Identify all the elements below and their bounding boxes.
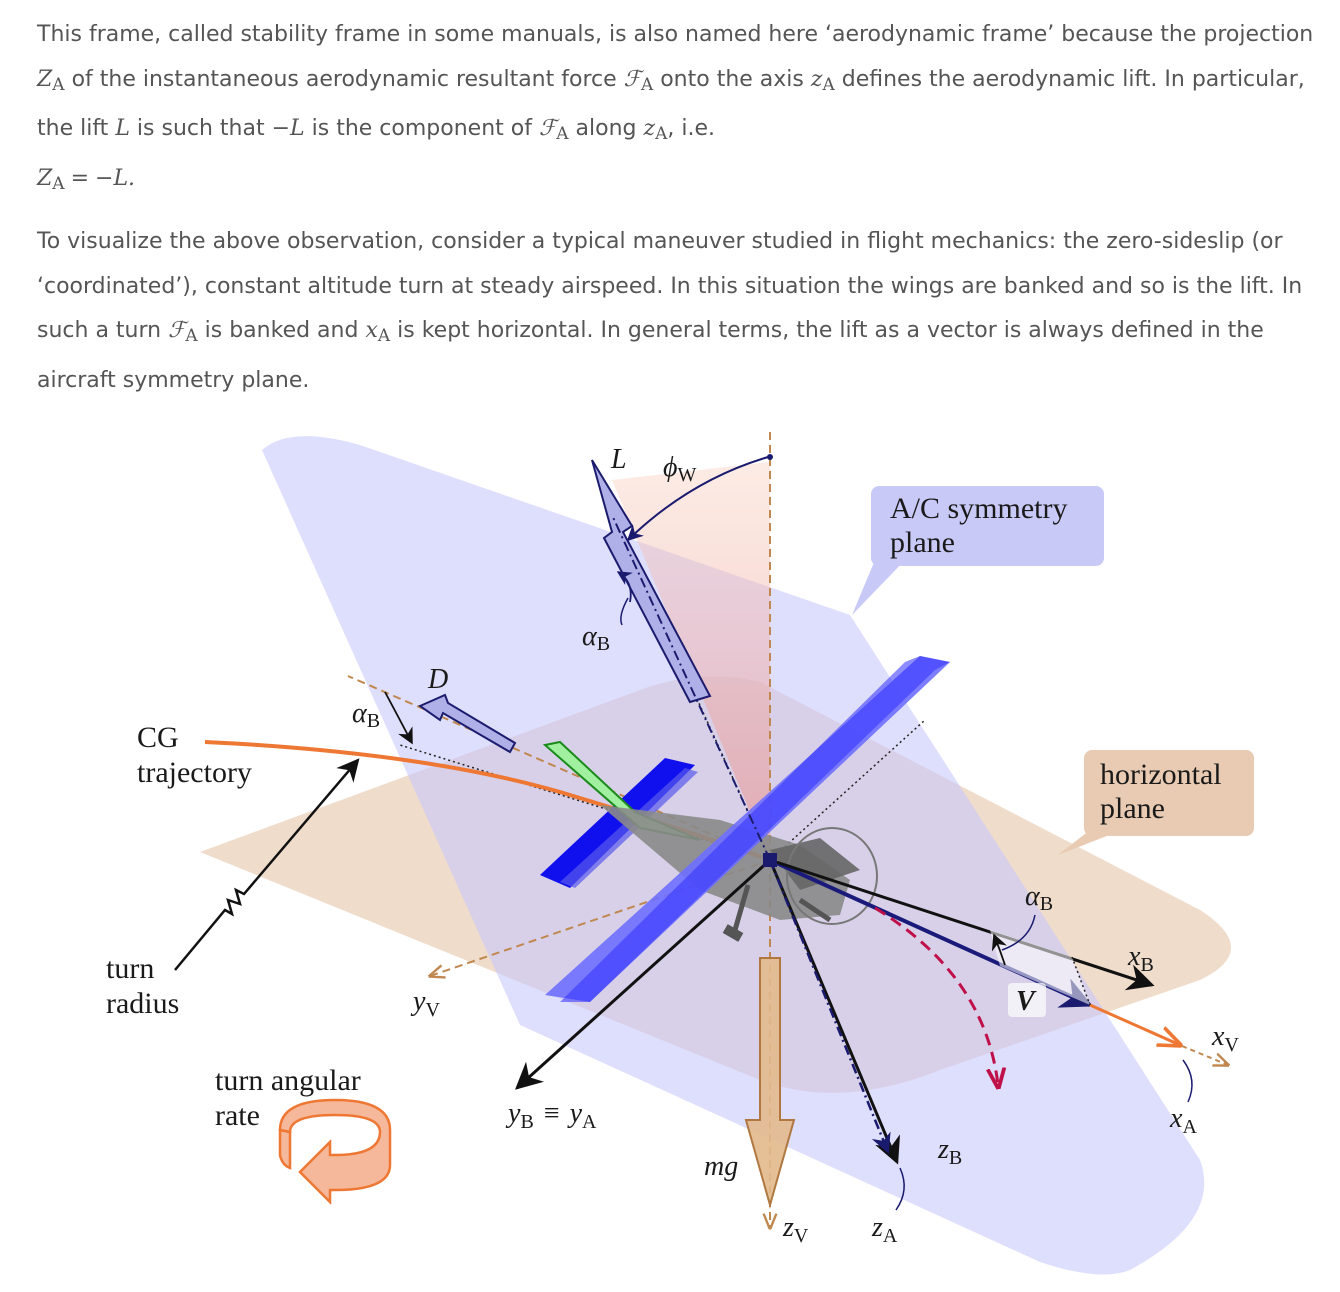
alpha-b-label-drag: αB	[352, 698, 380, 732]
turn-rate-line1: turn angular	[215, 1064, 361, 1097]
landing-gear-front	[798, 897, 832, 923]
alpha-b-label-lift: αB	[582, 621, 610, 655]
xa-label: xA	[1169, 1103, 1197, 1138]
bank-angle-arc	[626, 456, 769, 542]
center-of-gravity	[763, 853, 777, 867]
za-axis-upper	[611, 514, 771, 861]
pitch-rotation-arrow	[874, 906, 998, 1085]
callout-horizontal-box	[1084, 750, 1254, 836]
za-label: zA	[871, 1212, 898, 1247]
dotted-velocity-tick	[1071, 956, 1091, 1006]
turn-rate-line2: rate	[215, 1099, 260, 1132]
zb-label: zB	[937, 1134, 962, 1169]
callout-symmetry-line1: A/C symmetry	[890, 492, 1068, 525]
cg-trajectory-line2: trajectory	[137, 756, 252, 789]
alpha-leader-velocity	[1001, 914, 1036, 951]
drag-label: D	[427, 664, 448, 695]
xv-axis-back	[347, 675, 771, 861]
alpha-leader-lift	[620, 597, 629, 626]
velocity-label-box	[1008, 983, 1046, 1017]
alpha-wedge-velocity	[990, 930, 1090, 1005]
yb-axis	[514, 858, 772, 1090]
xv-label: xV	[1211, 1021, 1239, 1056]
callout-horizontal-line1: horizontal	[1100, 758, 1222, 791]
callout-symmetry-line2: plane	[890, 526, 955, 559]
zv-label: zV	[782, 1212, 809, 1247]
phi-w-label: ϕW	[663, 452, 697, 486]
xb-label: xB	[1127, 941, 1154, 976]
weight-vector	[744, 957, 796, 1209]
callout-horizontal-line2: plane	[1100, 792, 1165, 825]
yb-ya-label: yB≡yA	[505, 1098, 597, 1133]
aircraft-horizontal-tail	[540, 758, 695, 888]
xa-leader	[1182, 1059, 1193, 1103]
callout-symmetry-box	[871, 486, 1104, 566]
landing-gear-main	[732, 884, 751, 931]
alpha-arc-velocity	[991, 933, 1007, 966]
lift-label: L	[610, 444, 627, 475]
turn-radius-line2: radius	[106, 987, 179, 1020]
drag-vector	[417, 693, 517, 754]
za-leader	[895, 1167, 905, 1211]
cg-trajectory-line1: CG	[137, 721, 179, 754]
turn-radius-line	[174, 758, 360, 971]
xv-axis-forward	[1089, 1003, 1180, 1045]
alpha-arc-drag	[384, 691, 413, 745]
yv-label: yV	[410, 986, 440, 1021]
alpha-b-label-velocity: αB	[1025, 881, 1053, 915]
callout-symmetry-pointer	[852, 560, 905, 615]
turn-rate-arrow-icon	[278, 1098, 392, 1206]
za-axis-lower	[768, 859, 891, 1154]
mg-label: mg	[704, 1151, 738, 1182]
propeller-disk	[786, 827, 878, 925]
paragraph-aerodynamic-frame: This frame, called stability frame in so…	[37, 22, 1314, 194]
vertical-reference-dot	[767, 454, 773, 460]
paragraph-coordinated-turn: To visualize the above observation, cons…	[37, 229, 1303, 393]
alpha-arc-lift	[616, 571, 633, 603]
callout-horizontal-pointer	[1058, 830, 1122, 855]
landing-gear-wheel	[722, 924, 744, 942]
turn-radius-line1: turn	[106, 952, 154, 985]
coordinated-turn-diagram: A/C symmetry plane horizontal plane L ϕW	[106, 432, 1254, 1275]
xb-axis	[769, 858, 1155, 991]
velocity-label: V	[1016, 986, 1037, 1017]
